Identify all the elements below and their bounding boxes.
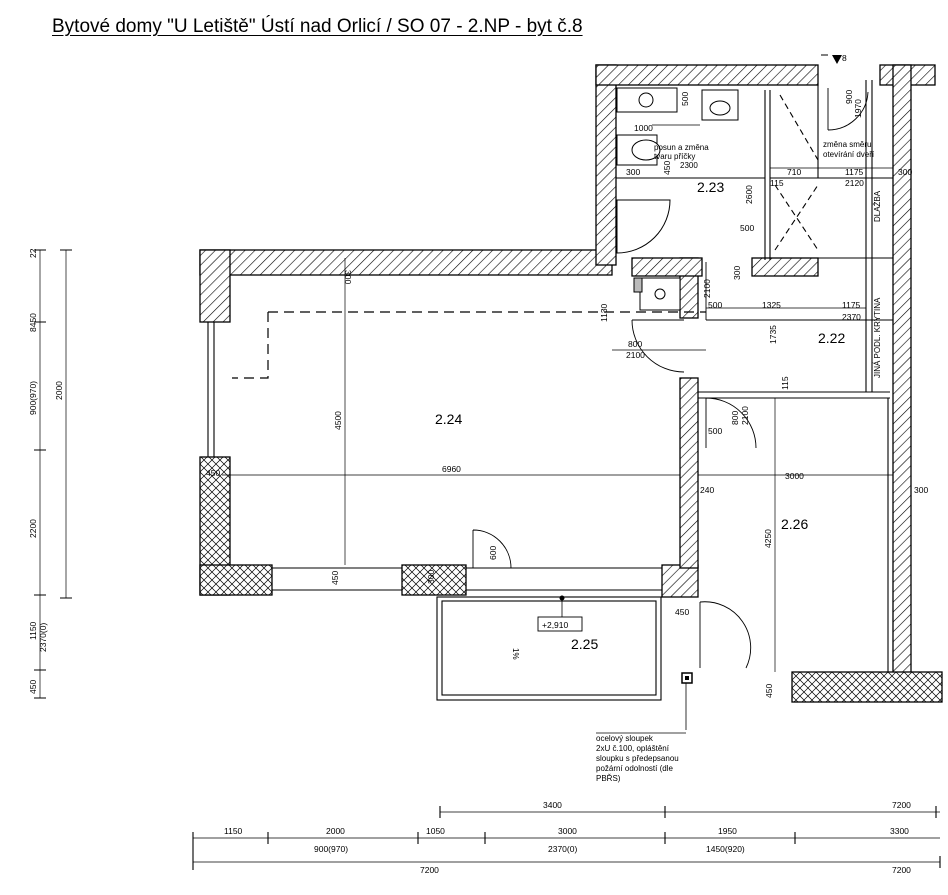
column-note-4: požární odolností (dle [596, 764, 673, 773]
dim-710: 710 [787, 167, 801, 177]
level-mark: +2,910 [542, 620, 569, 630]
dim-240: 240 [700, 485, 714, 495]
dim-450-column: 450 [764, 684, 774, 698]
partition-dashed [232, 311, 706, 379]
dimension-texts: 1150 2000 1050 3000 1950 3300 900(970) 2… [28, 90, 928, 875]
partition-note-3: 2300 [680, 161, 698, 170]
dim-6960: 6960 [442, 464, 461, 474]
dim-3000-bottom: 3000 [558, 826, 577, 836]
dim-2100-door: 2100 [740, 406, 750, 425]
dim-2000: 2000 [326, 826, 345, 836]
dim-800: 800 [628, 339, 642, 349]
dim-1130: 1130 [599, 303, 609, 322]
dim-450-bottom: 450 [330, 571, 340, 585]
dim-2370-0-vertical: 2370(0) [38, 623, 48, 652]
column-note-1: ocelový sloupek [596, 734, 654, 743]
dim-1325: 1325 [762, 300, 781, 310]
slope-label: 1% [511, 648, 520, 660]
room-label-2-23: 2.23 [697, 179, 724, 195]
dim-300-bath: 300 [626, 167, 640, 177]
column-note-5: PBŘS) [596, 774, 621, 783]
shower-icon [616, 199, 671, 254]
door-change-note-2: otevírání dveří [823, 150, 875, 159]
room-label-2-22: 2.22 [818, 330, 845, 346]
dim-450-bath: 450 [662, 161, 672, 175]
dim-3400: 3400 [543, 800, 562, 810]
floor-tile-note: DLAŽBA [873, 190, 882, 222]
dim-900: 900 [844, 90, 854, 104]
dim-4250: 4250 [763, 529, 773, 548]
dim-7200-upper: 7200 [892, 800, 911, 810]
dim-1175: 1175 [845, 167, 864, 177]
dim-8450: 8450 [28, 313, 38, 332]
dim-7200-right: 7200 [892, 865, 911, 875]
dim-500-corridor: 500 [708, 300, 722, 310]
dim-500-door: 500 [708, 426, 722, 436]
room-label-2-24: 2.24 [435, 411, 462, 427]
partitions [207, 80, 893, 701]
dim-115: 115 [770, 178, 784, 188]
dimension-ticks [34, 249, 941, 870]
dim-2100: 2100 [626, 350, 645, 360]
dim-115-lower: 115 [780, 376, 790, 390]
dim-700: 2100 [702, 279, 712, 298]
section-marker-icon [832, 55, 842, 64]
dim-1735: 1735 [768, 325, 778, 344]
dim-800-door: 800 [730, 411, 740, 425]
level-mark-box [537, 616, 583, 632]
dim-450-balcony: 450 [675, 607, 689, 617]
dim-600: 600 [488, 546, 498, 560]
sanitary-fixtures [616, 87, 739, 311]
doors [472, 88, 869, 669]
column-note-2: 2xU č.100, opláštění [596, 744, 670, 753]
dimension-lines [39, 124, 940, 863]
dim-1175-lower: 1175 [842, 300, 861, 310]
partition-note-2: tvaru příčky [654, 152, 695, 161]
dim-1000: 1000 [634, 123, 653, 133]
dim-450-vertical: 450 [28, 680, 38, 694]
dim-3300: 3300 [890, 826, 909, 836]
dim-500-bath2: 500 [740, 223, 754, 233]
dim-4500: 4500 [333, 411, 343, 430]
dim-22: 22 [28, 248, 38, 258]
dim-300-bath2: 300 [732, 266, 742, 280]
room-label-2-25: 2.25 [571, 636, 598, 652]
dim-2000-vertical: 2000 [54, 381, 64, 400]
dim-2370-0: 2370(0) [548, 844, 577, 854]
dim-2120: 2120 [845, 178, 864, 188]
door-change-note-1: změna směru [823, 140, 871, 149]
floor-other-note: JINÁ PODL. KRYTINA [873, 297, 882, 378]
partition-note-1: posun a změna [654, 143, 709, 152]
dim-2200: 2200 [28, 519, 38, 538]
dim-450-left: 450 [206, 468, 220, 478]
dim-1950: 1950 [718, 826, 737, 836]
dim-500-bath: 500 [680, 92, 690, 106]
dim-7200-left: 7200 [420, 865, 439, 875]
dim-3000: 3000 [785, 471, 804, 481]
dim-300-pier: 300 [426, 570, 436, 584]
dim-900-970: 900(970) [314, 844, 348, 854]
dim-1050: 1050 [426, 826, 445, 836]
dim-2600: 2600 [744, 185, 754, 204]
dim-1450-920: 1450(920) [706, 844, 745, 854]
walls [199, 64, 943, 703]
dim-1970: 1970 [853, 99, 863, 118]
dim-300-right: 300 [914, 485, 928, 495]
dim-2370: 2370 [842, 312, 861, 322]
dim-300-top: 300 [898, 167, 912, 177]
dim-300-wall: 300 [343, 270, 353, 284]
dim-900-970-vertical: 900(970) [28, 381, 38, 415]
room-label-2-26: 2.26 [781, 516, 808, 532]
dim-1150-vertical: 1150 [28, 621, 38, 640]
section-mark-label: 8 [842, 53, 847, 63]
column-note-3: sloupku s předepsanou [596, 754, 679, 763]
dim-1150: 1150 [224, 826, 243, 836]
page-title: Bytové domy "U Letiště" Ústí nad Orlicí … [52, 16, 583, 37]
